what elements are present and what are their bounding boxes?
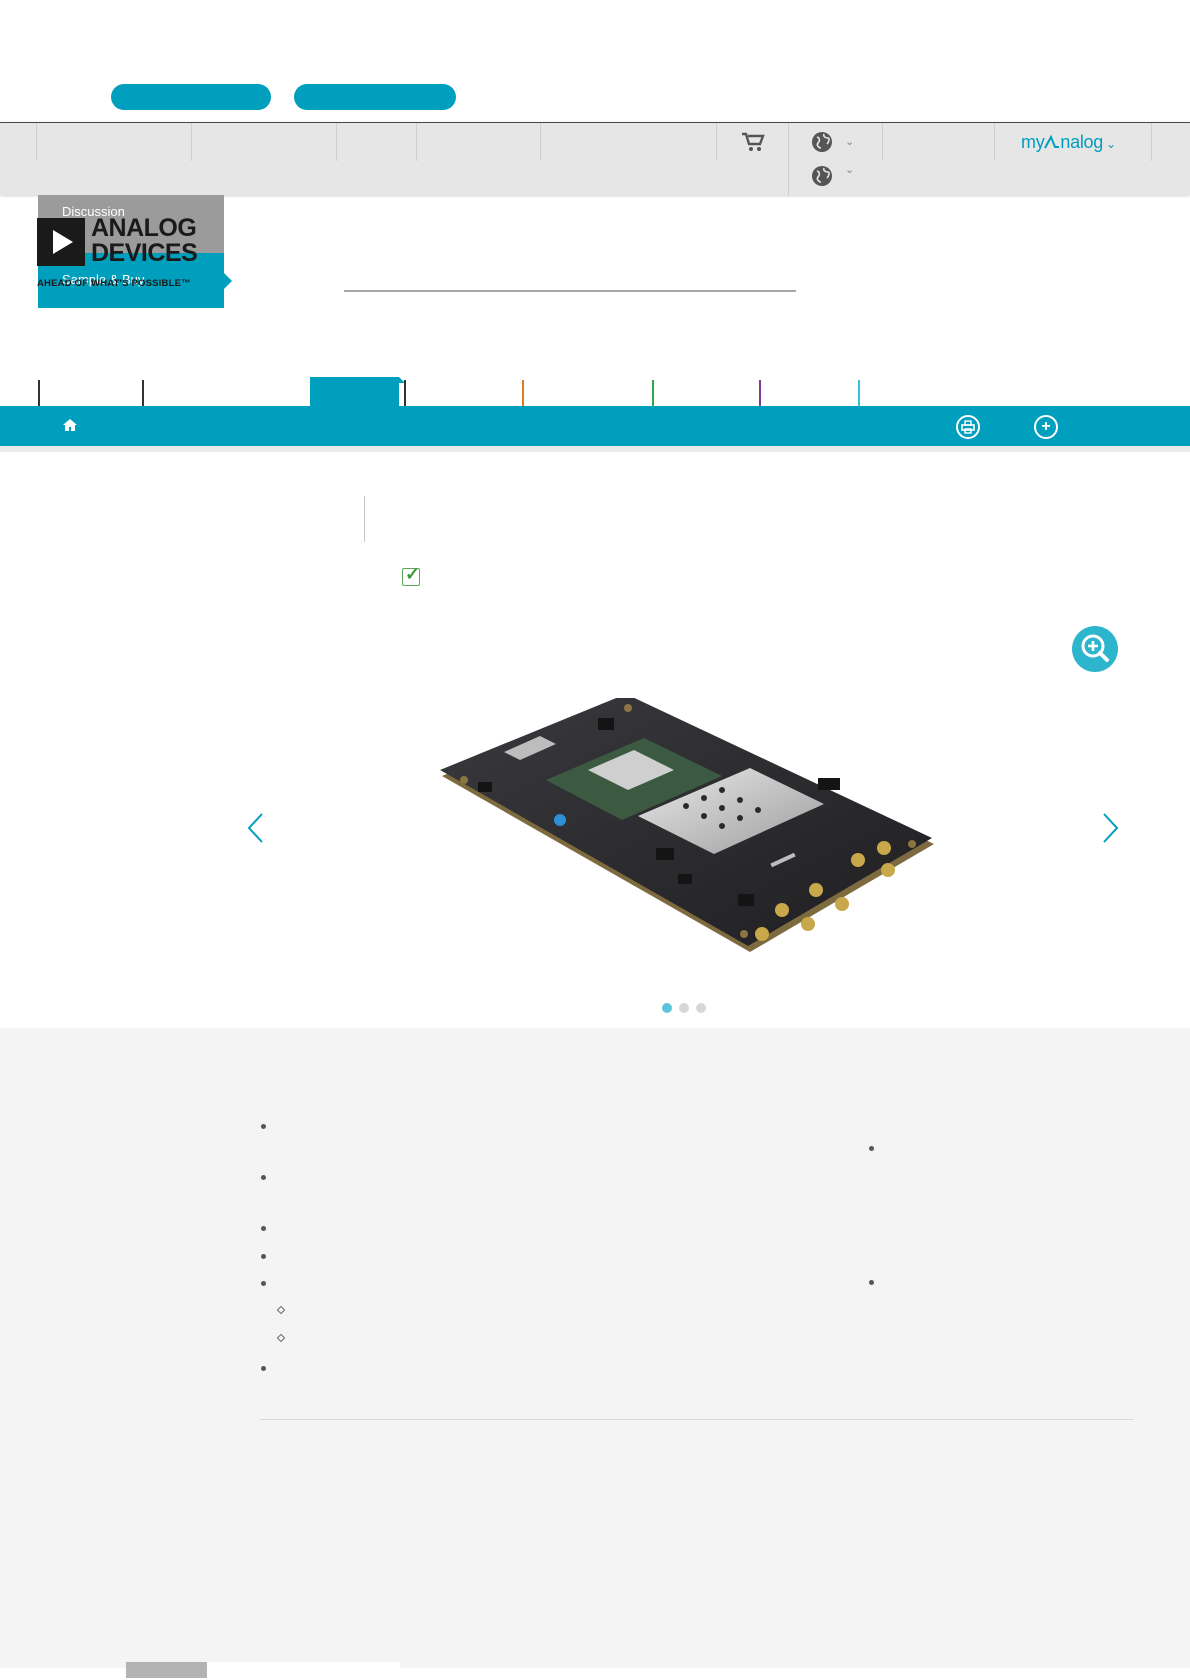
- cart-icon: [742, 132, 765, 151]
- nav-tab-5[interactable]: [652, 380, 654, 406]
- chevron-right-icon: [1103, 813, 1119, 843]
- footer-tab-strip: [207, 1662, 400, 1678]
- nav-tab-3[interactable]: [404, 380, 406, 406]
- chevron-left-icon: [247, 813, 263, 843]
- utility-link-1[interactable]: [36, 123, 191, 161]
- sample-buy-tab[interactable]: Sample & Buy: [38, 253, 232, 308]
- print-button[interactable]: [956, 415, 980, 439]
- nav-tab-6[interactable]: [759, 380, 761, 406]
- feature-bullet: [261, 1124, 266, 1129]
- carousel-dot-3[interactable]: [696, 1003, 706, 1013]
- globe-icon: [812, 132, 832, 152]
- myanalog-wordmark: nalog: [1060, 132, 1103, 152]
- carousel-next-button[interactable]: [1100, 812, 1120, 850]
- home-icon[interactable]: [62, 417, 78, 433]
- feature-bullet: [261, 1175, 266, 1180]
- language-selector[interactable]: ⌄: [788, 123, 882, 161]
- logo-wordmark: ANALOG DEVICES: [91, 214, 198, 267]
- nav-tab-1[interactable]: [38, 380, 40, 406]
- add-to-myanalog-button[interactable]: +: [1034, 415, 1058, 439]
- search-input[interactable]: [344, 290, 796, 292]
- cart-button[interactable]: [716, 123, 788, 161]
- compare-checkbox[interactable]: ✓: [402, 564, 420, 586]
- utility-link-3[interactable]: [336, 123, 416, 161]
- chevron-down-icon: ⌄: [845, 136, 855, 148]
- product-image[interactable]: [438, 698, 938, 954]
- nav-tab-active[interactable]: [310, 377, 405, 407]
- overview-panel: [0, 1028, 1190, 1668]
- zoom-in-icon: [1081, 634, 1109, 662]
- breadcrumb-bar: +: [0, 406, 1190, 446]
- feature-bullet: [869, 1280, 874, 1285]
- nav-tab-2[interactable]: [142, 380, 144, 406]
- top-action-button-1[interactable]: [111, 84, 271, 110]
- section-divider: [260, 1419, 1134, 1420]
- logo-line-2: DEVICES: [91, 239, 198, 267]
- myanalog-wave-icon: [1044, 134, 1060, 149]
- add-icon: +: [1041, 418, 1051, 435]
- region-selector[interactable]: ⌄: [788, 161, 882, 196]
- utility-link-6[interactable]: [882, 123, 994, 161]
- logo-tagline: AHEAD OF WHAT'S POSSIBLE™: [37, 278, 191, 289]
- title-divider: [364, 496, 365, 542]
- feature-bullet: [261, 1254, 266, 1259]
- carousel-indicators: [662, 1000, 713, 1018]
- carousel-dot-1[interactable]: [662, 1003, 672, 1013]
- breadcrumb-shadow: [0, 446, 1190, 452]
- nav-tab-7[interactable]: [858, 380, 860, 406]
- globe-icon: [812, 166, 832, 186]
- utility-link-2[interactable]: [191, 123, 336, 161]
- chevron-down-icon: ⌄: [1105, 137, 1116, 151]
- top-action-button-2[interactable]: [294, 84, 456, 110]
- feature-bullet: [261, 1226, 266, 1231]
- carousel-dot-2[interactable]: [679, 1003, 689, 1013]
- utility-link-5[interactable]: [540, 123, 716, 161]
- feature-bullet: [869, 1146, 874, 1151]
- feature-bullet: [261, 1281, 266, 1286]
- checkmark-icon: ✓: [405, 564, 421, 584]
- logo-line-1: ANALOG: [91, 214, 197, 242]
- chevron-down-icon: ⌄: [845, 164, 855, 176]
- utility-link-4[interactable]: [416, 123, 540, 161]
- carousel-prev-button[interactable]: [246, 812, 266, 850]
- nav-tab-4[interactable]: [522, 380, 524, 406]
- print-icon: [961, 420, 975, 434]
- footer-tab[interactable]: [126, 1662, 207, 1678]
- feature-bullet: [261, 1366, 266, 1371]
- logo-mark-icon: [37, 218, 85, 266]
- zoom-button[interactable]: [1072, 626, 1118, 672]
- myanalog-label: my: [1021, 132, 1045, 152]
- analog-devices-logo[interactable]: ANALOG DEVICES AHEAD OF WHAT'S POSSIBLE™: [37, 214, 237, 289]
